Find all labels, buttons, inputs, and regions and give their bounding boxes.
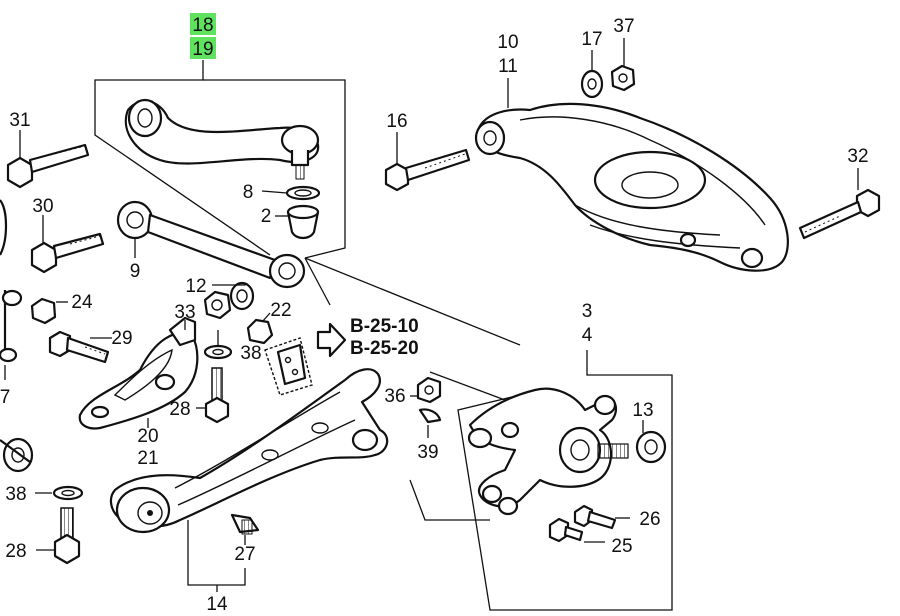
- nut-24: [30, 297, 68, 325]
- callout-38-lower: 38: [5, 484, 26, 505]
- boot-2: [286, 204, 320, 240]
- bolt-27: [230, 513, 260, 535]
- bolt-25: [548, 517, 584, 543]
- callout-36: 36: [384, 386, 405, 407]
- washer-38-lower: [35, 485, 84, 501]
- bolt-28-lower: [36, 507, 81, 565]
- callout-22: 22: [270, 300, 291, 321]
- callout-17: 17: [581, 29, 602, 50]
- knuckle-3-4: [467, 387, 629, 516]
- callout-33: 33: [174, 302, 195, 323]
- trailing-arm-20-21: [78, 316, 199, 430]
- callout-2: 2: [261, 206, 272, 227]
- callout-24: 24: [71, 292, 93, 313]
- callout-4: 4: [582, 325, 593, 346]
- upper-control-arm: [124, 98, 320, 180]
- nut-36: [416, 376, 442, 404]
- link-9: [116, 200, 306, 289]
- callout-16: 16: [386, 111, 407, 132]
- reference-arrow: [316, 322, 347, 358]
- callout-32: 32: [847, 146, 868, 167]
- knuckle-group-bracket: [409, 350, 673, 611]
- nut-22: [246, 318, 274, 345]
- bolt-31: [6, 130, 90, 189]
- upper-arm-group-bracket: [94, 60, 521, 346]
- bolt-28-upper: [204, 367, 230, 424]
- callout-3: 3: [582, 301, 593, 322]
- callout-21: 21: [137, 448, 158, 469]
- cotter-pin-39: [418, 408, 442, 424]
- callout-14: 14: [206, 594, 228, 615]
- bolt-16: [384, 148, 471, 192]
- callout-9: 9: [130, 261, 141, 282]
- callout-18: 18: [192, 15, 213, 36]
- highlight-box-18: [190, 13, 216, 35]
- callout-29: 29: [111, 328, 132, 349]
- stabilizer-link-fragment: [0, 289, 23, 380]
- mounting-plate: [264, 337, 313, 396]
- callout-28-upper: 28: [169, 399, 190, 420]
- partial-part-edge: [0, 199, 8, 256]
- callout-30: 30: [32, 196, 53, 217]
- highlight-box-19: [190, 37, 216, 59]
- callout-7: 7: [0, 387, 10, 408]
- lower-arm-14: [109, 368, 389, 534]
- callout-13: 13: [632, 400, 653, 421]
- washer-38-upper: [203, 344, 233, 360]
- callout-12: 12: [185, 276, 206, 297]
- nut-37: [610, 64, 636, 92]
- callout-20: 20: [137, 426, 158, 447]
- bolt-32: [798, 188, 881, 240]
- bolt-30: [30, 215, 105, 274]
- callout-25: 25: [611, 536, 632, 557]
- bolt-26: [573, 504, 617, 530]
- callout-38-upper: 38: [240, 343, 261, 364]
- callout-39: 39: [417, 442, 438, 463]
- lower-control-arm-10-11: [474, 102, 789, 272]
- callout-18-highlight: 18: [190, 13, 216, 36]
- bolt-29: [48, 330, 112, 364]
- bushing-12b: [229, 281, 255, 311]
- callout-28-lower: 28: [5, 541, 26, 562]
- bushing-17: [580, 69, 604, 99]
- callout-11: 11: [498, 56, 518, 77]
- bushing-13: [635, 430, 667, 464]
- reference-b-25-20: B-25-20: [350, 338, 419, 359]
- callout-31: 31: [9, 110, 30, 131]
- callout-19: 19: [192, 39, 213, 60]
- washer-8: [285, 185, 321, 201]
- reference-b-25-10: B-25-10: [350, 316, 419, 337]
- callout-19-highlight: 19: [190, 37, 216, 60]
- callout-10: 10: [497, 32, 518, 53]
- hub-fragment-left: [0, 437, 34, 473]
- callout-8: 8: [243, 182, 254, 203]
- callout-37: 37: [613, 16, 634, 37]
- nut-12: [203, 290, 232, 320]
- callout-26: 26: [639, 509, 660, 530]
- callout-27: 27: [234, 544, 255, 565]
